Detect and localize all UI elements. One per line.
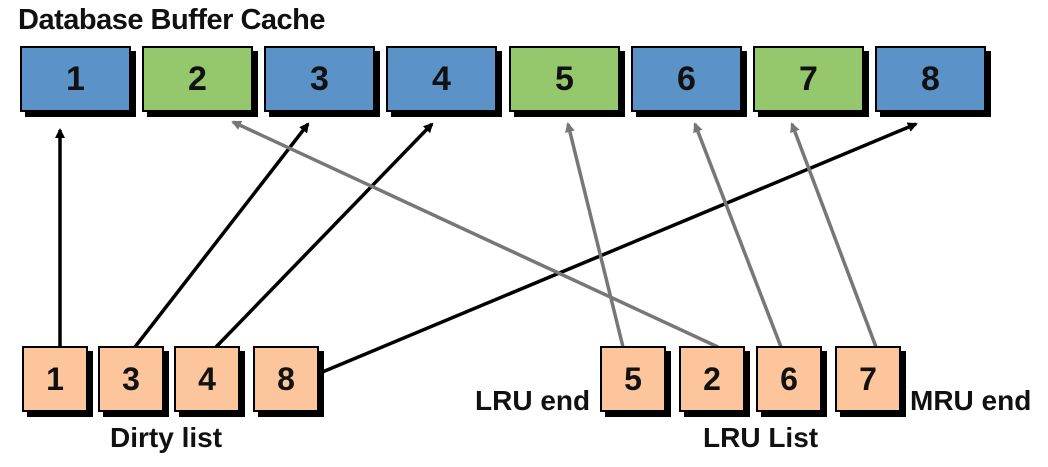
list-item-label: 3	[122, 360, 140, 397]
list-item-label: 4	[198, 360, 216, 397]
arrow-lru-2-to-cache-2	[231, 120, 719, 349]
list-item-label: 5	[624, 360, 642, 397]
cache-block-8: 8	[875, 46, 986, 112]
dirty-list-item-8: 8	[253, 346, 319, 412]
arrow-dirty-8-to-cache-8	[319, 122, 918, 375]
cache-block-label: 3	[310, 59, 329, 98]
cache-block-1: 1	[20, 46, 131, 112]
lru-list-item-6: 6	[756, 346, 822, 412]
cache-block-5: 5	[509, 46, 620, 112]
arrow-lru-7-to-cache-7	[790, 122, 878, 348]
lru-list-item-2: 2	[679, 346, 745, 412]
cache-block-label: 5	[555, 59, 574, 98]
lru-list-item-5: 5	[600, 346, 666, 412]
list-item-label: 2	[703, 360, 721, 397]
cache-block-label: 8	[921, 59, 940, 98]
list-item-label: 7	[859, 360, 877, 397]
arrow-dirty-3-to-cache-3	[133, 122, 310, 349]
arrow-lru-6-to-cache-6	[693, 122, 783, 348]
cache-block-label: 1	[66, 59, 85, 98]
arrow-dirty-4-to-cache-4	[214, 122, 434, 349]
page-title: Database Buffer Cache	[18, 4, 326, 36]
arrow-lru-5-to-cache-5	[565, 122, 625, 348]
cache-block-7: 7	[753, 46, 864, 112]
cache-block-label: 7	[799, 59, 818, 98]
cache-block-label: 2	[188, 59, 207, 98]
cache-block-label: 6	[677, 59, 696, 98]
list-item-label: 8	[277, 360, 295, 397]
list-item-label: 1	[46, 360, 64, 397]
dirty-list-item-1: 1	[22, 346, 88, 412]
mru-end-label: MRU end	[910, 385, 1032, 416]
dirty-list-item-4: 4	[174, 346, 240, 412]
lru-list-item-7: 7	[835, 346, 901, 412]
cache-block-3: 3	[264, 46, 375, 112]
cache-block-label: 4	[432, 59, 451, 98]
lru-end-label: LRU end	[475, 385, 591, 416]
cache-block-4: 4	[386, 46, 497, 112]
cache-block-2: 2	[142, 46, 253, 112]
dirty-list-item-3: 3	[98, 346, 164, 412]
cache-block-6: 6	[631, 46, 742, 112]
lru-list-label: LRU List	[703, 422, 819, 453]
list-item-label: 6	[780, 360, 798, 397]
dirty-list-label: Dirty list	[110, 422, 223, 453]
